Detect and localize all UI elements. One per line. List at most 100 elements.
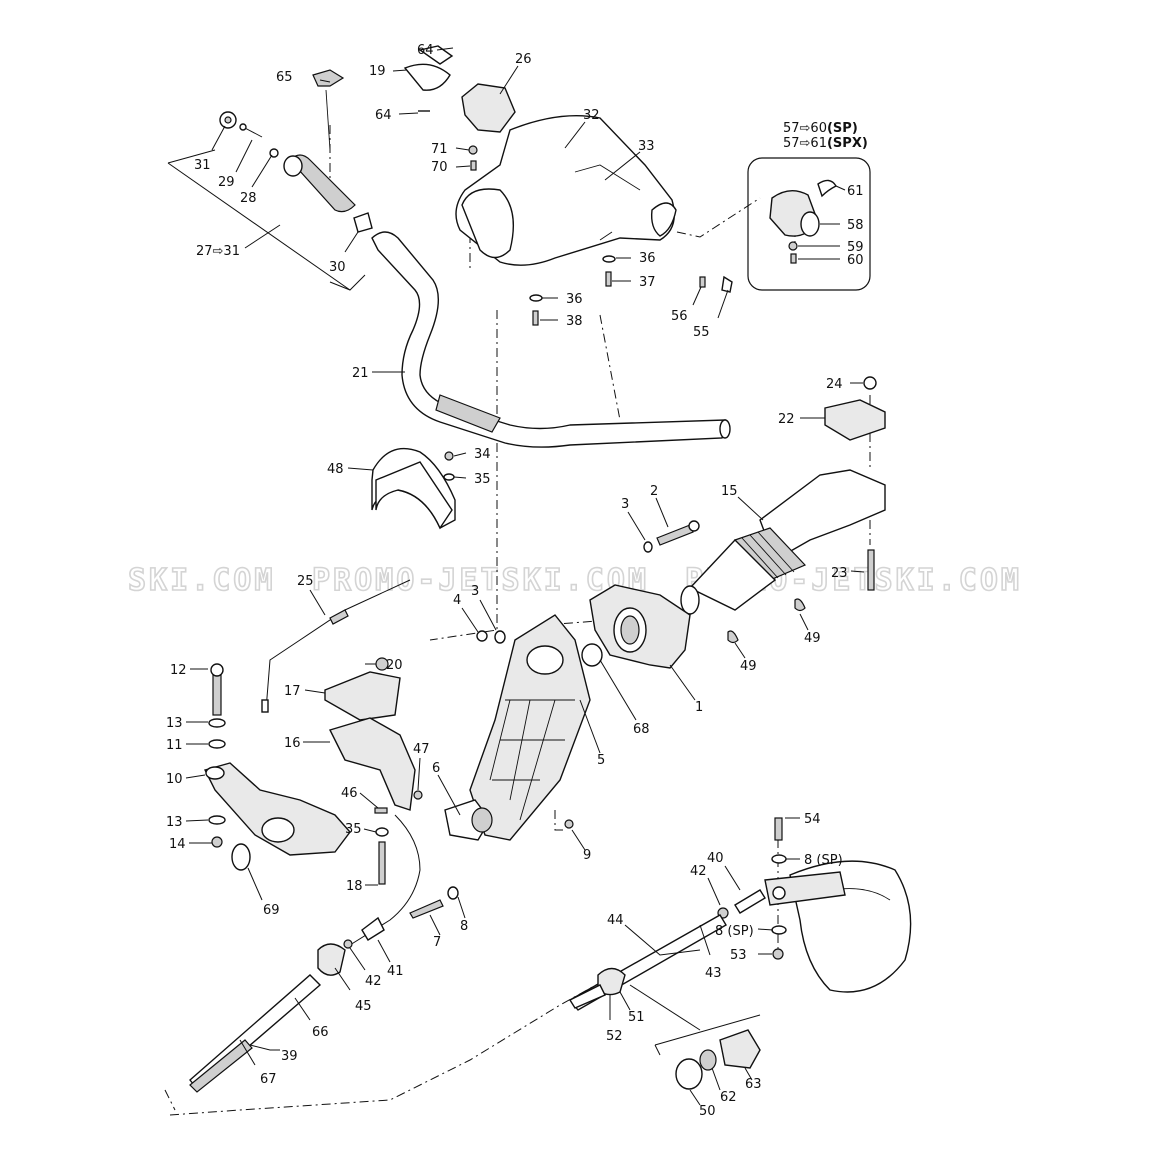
screw-37 xyxy=(605,271,612,287)
clip-55 xyxy=(721,275,733,293)
washer-13a xyxy=(208,718,226,728)
callout-24: 24 xyxy=(826,377,843,392)
callout-41: 41 xyxy=(387,964,404,979)
callout-27-31: 27⇨31 xyxy=(196,244,240,259)
callout-6: 6 xyxy=(432,761,440,776)
watermark-left: SKI.COM xyxy=(128,563,275,598)
callout-58: 58 xyxy=(847,218,864,233)
nut-50 xyxy=(675,1058,703,1090)
bolt-12 xyxy=(212,674,222,716)
bolt-54 xyxy=(774,817,783,841)
callout-63: 63 xyxy=(745,1077,762,1092)
callout-54: 54 xyxy=(804,812,821,827)
nut-63 xyxy=(719,1029,761,1069)
callout-56: 56 xyxy=(671,309,688,324)
callout-62: 62 xyxy=(720,1090,737,1105)
screw-46 xyxy=(374,807,388,814)
nut-9 xyxy=(564,819,574,829)
callout-38: 38 xyxy=(566,314,583,329)
callout-17: 17 xyxy=(284,684,301,699)
bracket-5 xyxy=(469,614,591,841)
callout-19: 19 xyxy=(369,64,386,79)
steering-bracket-1 xyxy=(581,584,691,669)
grip-assembly xyxy=(219,69,373,233)
callout-50: 50 xyxy=(699,1104,716,1119)
cable-25 xyxy=(261,579,411,713)
washer-8sp-b xyxy=(771,925,787,935)
steering-arm-assembly xyxy=(203,657,423,885)
pivot-6 xyxy=(444,799,493,841)
variant-line-2: 57⇨61(SPX) xyxy=(783,136,868,151)
bolt-7 xyxy=(409,899,444,919)
callout-2: 2 xyxy=(650,484,658,499)
bolt-2-group xyxy=(643,520,700,553)
variant-line-1: 57⇨60(SP) xyxy=(783,121,858,136)
steering-arm-10 xyxy=(203,762,351,856)
callout-20: 20 xyxy=(386,658,403,673)
handlebar-grip-knurl xyxy=(435,394,501,433)
callout-61: 61 xyxy=(847,184,864,199)
grip xyxy=(289,154,356,213)
callout-60: 60 xyxy=(847,253,864,268)
clamp-22 xyxy=(824,399,886,441)
callout-8sp-b: 8 (SP) xyxy=(715,924,754,939)
ring-62 xyxy=(699,1049,717,1071)
nut-14 xyxy=(211,836,223,848)
throttle-lever xyxy=(800,211,820,237)
callout-43: 43 xyxy=(705,966,722,981)
callout-44: 44 xyxy=(607,913,624,928)
ball-joint-40 xyxy=(734,889,766,914)
fitting-52 xyxy=(568,984,606,1009)
callout-labels: 64 19 26 65 64 32 33 31 29 28 71 70 27⇨3… xyxy=(166,43,868,1119)
bolt-29 xyxy=(239,123,247,131)
cable-clip-19 xyxy=(403,63,451,91)
nut-24 xyxy=(863,376,877,390)
washer-8 xyxy=(447,886,459,900)
cover-48 xyxy=(371,447,456,530)
screw-38 xyxy=(532,310,539,326)
screw-70 xyxy=(470,160,477,171)
callout-55: 55 xyxy=(693,325,710,340)
callout-65: 65 xyxy=(276,70,293,85)
callout-53: 53 xyxy=(730,948,747,963)
washer-11 xyxy=(208,739,226,749)
callout-3a: 3 xyxy=(621,497,629,512)
callout-45: 45 xyxy=(355,999,372,1014)
callout-5: 5 xyxy=(597,753,605,768)
washer-35 xyxy=(443,473,455,481)
boot-45 xyxy=(317,943,346,976)
callout-35b: 35 xyxy=(345,822,362,837)
bolt-7-group xyxy=(409,886,459,919)
callout-66: 66 xyxy=(312,1025,329,1040)
nut-4 xyxy=(476,630,488,642)
callout-70: 70 xyxy=(431,160,448,175)
nut-42b xyxy=(343,939,353,949)
callout-10: 10 xyxy=(166,772,183,787)
steering-riser xyxy=(680,376,886,644)
washer-36a xyxy=(602,255,616,263)
nozzle-assembly xyxy=(568,817,912,1090)
handlebar xyxy=(371,231,731,448)
screw-56 xyxy=(699,276,706,288)
callout-68: 68 xyxy=(633,722,650,737)
callout-40: 40 xyxy=(707,851,724,866)
callout-28: 28 xyxy=(240,191,257,206)
callout-29: 29 xyxy=(218,175,235,190)
cover-hardware xyxy=(529,255,733,326)
nozzle-arm xyxy=(764,871,846,906)
callout-7: 7 xyxy=(433,935,441,950)
assembly-center-lines xyxy=(164,125,871,1116)
callout-69: 69 xyxy=(263,903,280,918)
callout-42a: 42 xyxy=(690,864,707,879)
watermark-middle: PROMO-JETSKI.COM xyxy=(312,563,649,598)
callout-31: 31 xyxy=(194,158,211,173)
bolt-18 xyxy=(378,841,386,885)
callout-12: 12 xyxy=(170,663,187,678)
callout-32: 32 xyxy=(583,108,600,123)
clip-61 xyxy=(817,179,837,198)
callout-36a: 36 xyxy=(639,251,656,266)
grease-49a xyxy=(727,630,739,644)
callout-35a: 35 xyxy=(474,472,491,487)
